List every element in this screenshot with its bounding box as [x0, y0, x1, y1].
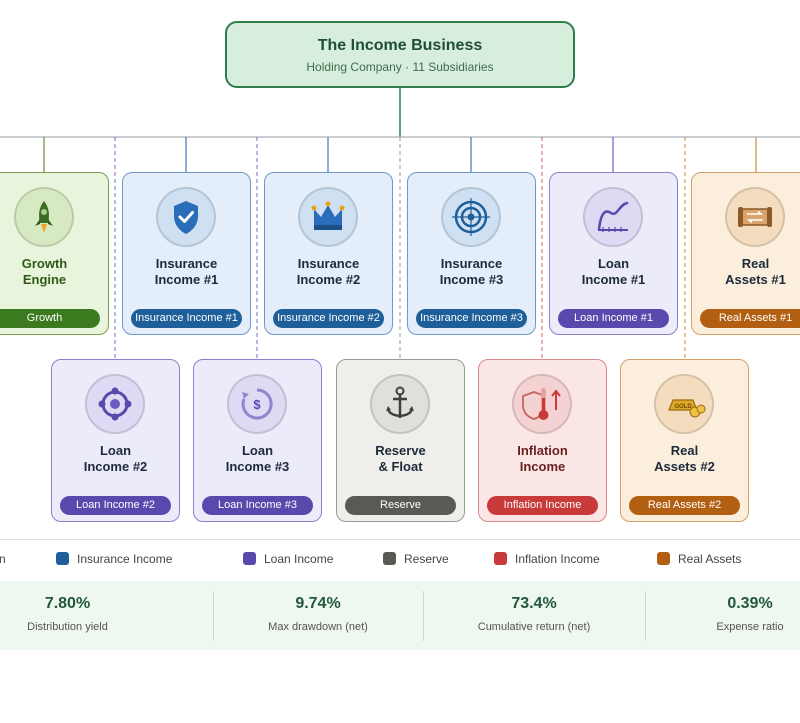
- legend-swatch: [657, 552, 670, 565]
- stat-label: Max drawdown (net): [268, 621, 368, 633]
- category-pill: Insurance Income #1: [131, 309, 242, 328]
- card-title-line-1: Insurance: [440, 256, 503, 271]
- legend-swatch: [56, 552, 69, 565]
- rocket-icon: [14, 187, 74, 247]
- stat-value: 7.80%: [44, 595, 91, 612]
- stat-divider: [645, 591, 646, 641]
- legend-label: Reserve: [404, 552, 449, 566]
- scroll-exchange-icon: [725, 187, 785, 247]
- node-reserve-float: Reserve& Float Reserve: [336, 359, 465, 522]
- gold-bar-icon: GOLD: [654, 374, 714, 434]
- stat-value: 9.74%: [295, 595, 341, 612]
- card-title-line-1: Growth: [21, 256, 68, 271]
- legend-item-real-assets: Real Assets: [657, 552, 741, 566]
- root-title: The Income Business: [317, 37, 483, 54]
- category-pill: Real Assets #2: [629, 496, 740, 515]
- root-subtitle: Holding Company · 11 Subsidiaries: [306, 60, 494, 74]
- card-title-line-2: Income #2: [296, 272, 361, 287]
- card-title-line-1: Real: [670, 443, 699, 458]
- stat-label: Distribution yield: [27, 621, 108, 633]
- legend-item-reserve: Reserve: [383, 552, 449, 566]
- stat-label: Cumulative return (net): [477, 621, 591, 633]
- anchor-icon: [370, 374, 430, 434]
- category-pill: Loan Income #1: [558, 309, 669, 328]
- card-title-line-2: Income: [519, 459, 566, 474]
- legend-label: Inflation Income: [515, 552, 600, 566]
- dollar-cycle-icon: $: [227, 374, 287, 434]
- stat-value: 0.39%: [727, 595, 773, 612]
- category-pill: Loan Income #2: [60, 496, 171, 515]
- card-title-line-1: Real: [741, 256, 770, 271]
- svg-text:GOLD: GOLD: [674, 404, 692, 410]
- stat-max-drawdown: 9.74% Max drawdown (net): [243, 581, 393, 650]
- card-title-line-2: Assets #1: [725, 272, 786, 287]
- legend-swatch: [383, 552, 396, 565]
- svg-text:$: $: [253, 397, 261, 412]
- legend-item-inflation: Inflation Income: [494, 552, 600, 566]
- legend-label: Loan Income: [264, 552, 334, 566]
- category-pill: Loan Income #3: [202, 496, 313, 515]
- legend-item-loan: Loan Income: [243, 552, 333, 566]
- legend-swatch: [243, 552, 256, 565]
- card-title-line-2: Engine: [22, 272, 67, 287]
- card-title-line-2: Assets #2: [654, 459, 715, 474]
- legend-item-growth: n: [0, 552, 6, 566]
- legend: n Insurance Income Loan Income Reserve I…: [0, 539, 800, 580]
- target-icon: [441, 187, 501, 247]
- stats-bar: 7.80% Distribution yield 9.74% Max drawd…: [0, 581, 800, 650]
- category-pill: Real Assets #1: [700, 309, 800, 328]
- card-title-line-1: Reserve: [375, 443, 426, 458]
- stat-expense-ratio: 0.39% Expense ratio: [690, 581, 800, 650]
- legend-label: n: [0, 552, 6, 566]
- category-pill: Growth: [0, 309, 100, 328]
- stat-label: Expense ratio: [716, 621, 784, 633]
- legend-item-insurance: Insurance Income: [56, 552, 172, 566]
- card-title-line-2: & Float: [378, 459, 423, 474]
- stat-divider: [213, 591, 214, 641]
- card-title-line-1: Loan: [99, 443, 132, 458]
- legend-swatch: [494, 552, 507, 565]
- shield-check-icon: [156, 187, 216, 247]
- stat-cumulative-return: 73.4% Cumulative return (net): [459, 581, 609, 650]
- crown-icon: [298, 187, 358, 247]
- card-title-line-1: Insurance: [155, 256, 218, 271]
- card-title-line-2: Income #1: [154, 272, 219, 287]
- card-title-line-1: Loan: [241, 443, 274, 458]
- thermometer-shield-icon: [512, 374, 572, 434]
- category-pill: Insurance Income #3: [416, 309, 527, 328]
- card-title-line-2: Income #2: [83, 459, 148, 474]
- legend-label: Real Assets: [678, 552, 742, 566]
- card-title-line-2: Income #3: [225, 459, 290, 474]
- legend-label: Insurance Income: [77, 552, 173, 566]
- curve-chart-icon: [583, 187, 643, 247]
- stat-divider: [423, 591, 424, 641]
- card-title-line-1: Loan: [597, 256, 630, 271]
- root-node: The Income Business Holding Company · 11…: [225, 21, 575, 88]
- stat-distribution-yield: 7.80% Distribution yield: [0, 581, 135, 650]
- card-title-line-1: Inflation: [517, 443, 568, 458]
- category-pill: Insurance Income #2: [273, 309, 384, 328]
- network-hub-icon: [85, 374, 145, 434]
- card-title-line-2: Income #1: [581, 272, 646, 287]
- stat-value: 73.4%: [511, 595, 557, 612]
- category-pill: Reserve: [345, 496, 456, 515]
- card-title-line-2: Income #3: [439, 272, 504, 287]
- card-title-line-1: Insurance: [297, 256, 360, 271]
- category-pill: Inflation Income: [487, 496, 598, 515]
